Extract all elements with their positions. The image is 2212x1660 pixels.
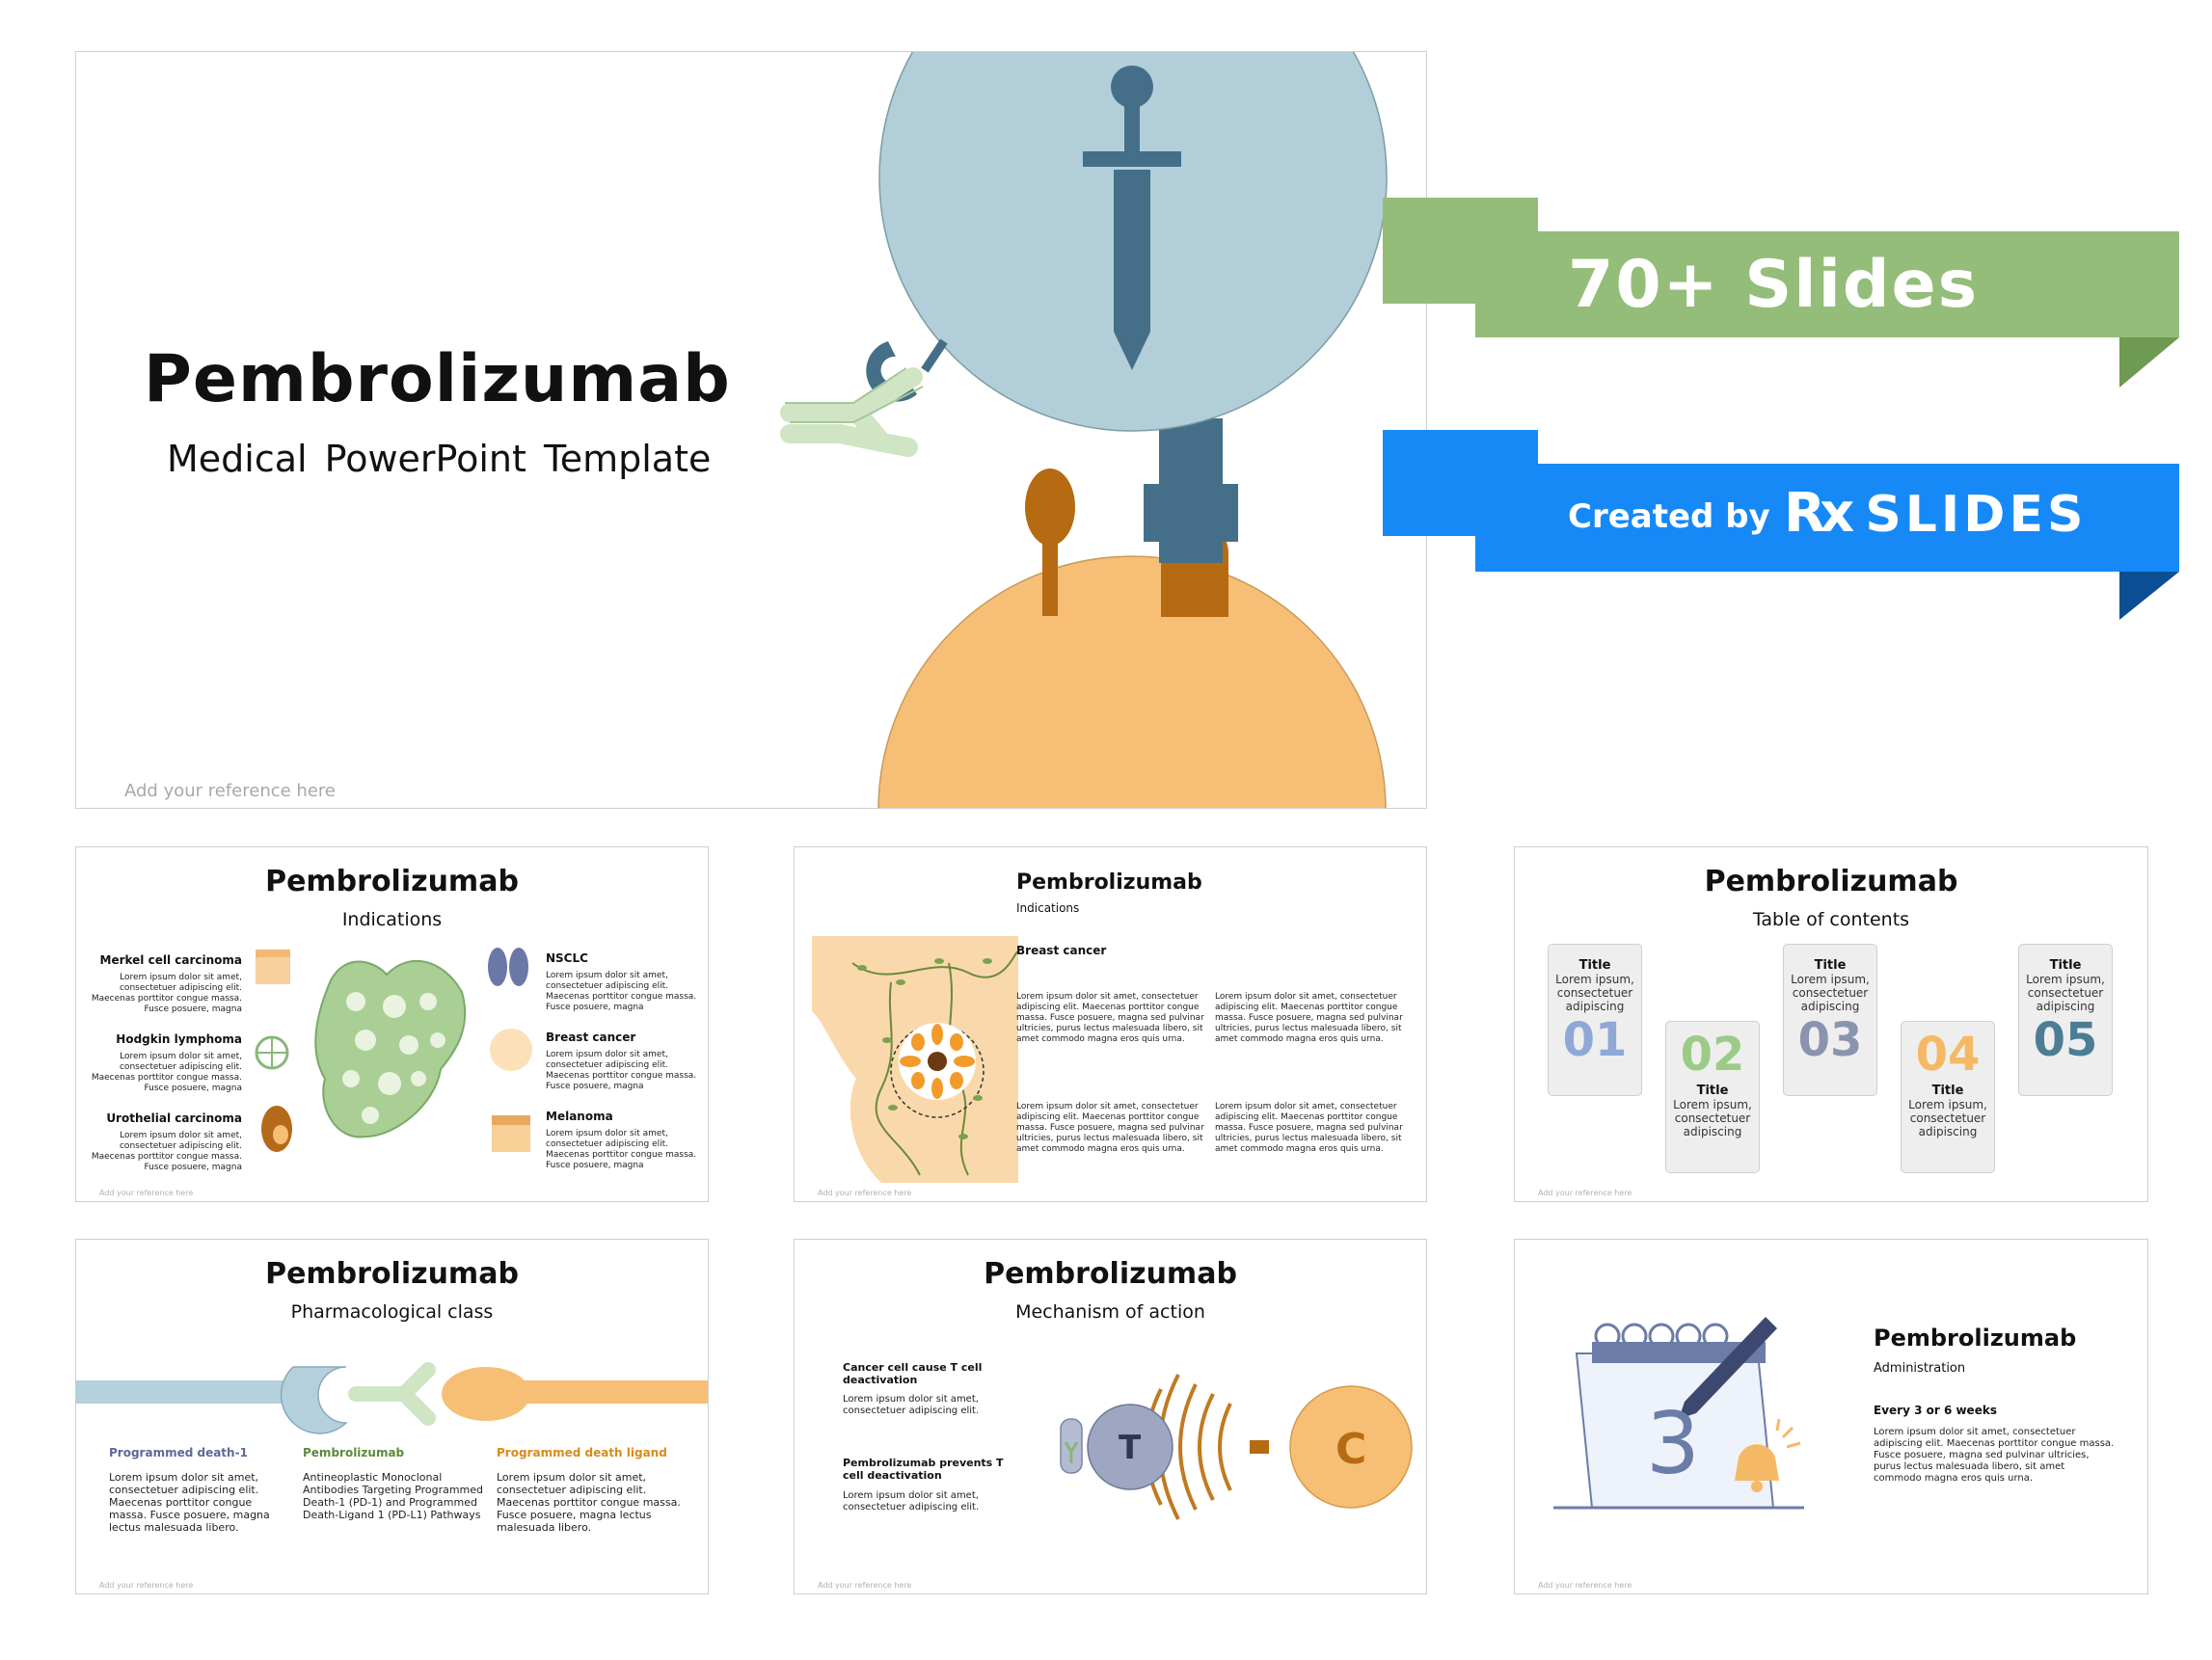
indications-illustration xyxy=(255,948,532,1152)
moa-illustration xyxy=(1060,1374,1413,1520)
slide-title: Pembrolizumab xyxy=(1704,865,1958,898)
hero-reference: Add your reference here xyxy=(124,781,336,801)
admin-text: Lorem ipsum dolor sit amet, consectetuer… xyxy=(1874,1427,2115,1484)
slides-logo-text: SLIDES xyxy=(1865,486,2088,544)
calendar-illustration xyxy=(1553,1317,1804,1510)
toc-card-01[interactable]: Title Lorem ipsum, consectetuer adipisci… xyxy=(1548,944,1642,1096)
thumbnail-breast-cancer[interactable]: Pembrolizumab Indications Breast cancer … xyxy=(794,846,1427,1202)
toc-card-03[interactable]: Title Lorem ipsum, consectetuer adipisci… xyxy=(1783,944,1877,1096)
moa-heading-1: Cancer cell cause T cell deactivation xyxy=(843,1361,983,1386)
paragraph-2: Lorem ipsum dolor sit amet, consectetuer… xyxy=(1215,992,1403,1044)
thumbnail-mechanism-of-action[interactable]: Pembrolizumab Mechanism of action Cancer… xyxy=(794,1239,1427,1594)
slide-title: Pembrolizumab xyxy=(984,1257,1237,1291)
indication-melanoma: Melanoma Lorem ipsum dolor sit amet, con… xyxy=(546,1110,697,1170)
indication-breast: Breast cancer Lorem ipsum dolor sit amet… xyxy=(546,1031,697,1091)
indication-urothelial: Urothelial carcinoma Lorem ipsum dolor s… xyxy=(91,1111,242,1172)
pharm-col-pdl1: Programmed death ligand Lorem ipsum dolo… xyxy=(497,1446,681,1534)
section-heading: Every 3 or 6 weeks xyxy=(1874,1404,1997,1417)
hero-illustration xyxy=(780,52,1388,808)
slide-subtitle: Table of contents xyxy=(1752,909,1910,930)
indication-hodgkin: Hodgkin lymphoma Lorem ipsum dolor sit a… xyxy=(91,1032,242,1093)
t-cell-label: T xyxy=(1119,1429,1142,1467)
thumbnail-indications[interactable]: Pembrolizumab Indications Merkel cell ca… xyxy=(75,846,709,1202)
hero-title: Pembrolizumab xyxy=(144,341,731,417)
moa-heading-2: Pembrolizumab prevents T cell deactivati… xyxy=(843,1457,1004,1482)
cancer-cell-label: C xyxy=(1335,1425,1367,1474)
rxslides-logo: Rx SLIDES xyxy=(1784,482,2087,545)
slide-reference: Add your reference here xyxy=(1538,1581,1632,1590)
slide-reference: Add your reference here xyxy=(99,1581,194,1590)
slide-reference: Add your reference here xyxy=(818,1581,912,1590)
slide-reference: Add your reference here xyxy=(99,1189,194,1197)
slide-subtitle: Indications xyxy=(341,909,443,930)
moa-text-1: Lorem ipsum dolor sit amet, consectetuer… xyxy=(843,1394,980,1416)
paragraph-1: Lorem ipsum dolor sit amet, consectetuer… xyxy=(1016,992,1204,1044)
paragraph-4: Lorem ipsum dolor sit amet, consectetuer… xyxy=(1215,1102,1403,1154)
slides-count-label: 70+ Slides xyxy=(1568,247,1980,323)
hero-subtitle: Medical PowerPoint Template xyxy=(167,438,712,480)
indication-merkel: Merkel cell carcinoma Lorem ipsum dolor … xyxy=(91,953,242,1014)
rx-logo-mark: Rx xyxy=(1784,482,1854,545)
created-by-label: Created by xyxy=(1568,497,1770,536)
thumbnail-table-of-contents[interactable]: Pembrolizumab Table of contents Title Lo… xyxy=(1514,846,2148,1202)
slide-subtitle: Mechanism of action xyxy=(1015,1301,1205,1323)
paragraph-3: Lorem ipsum dolor sit amet, consectetuer… xyxy=(1016,1102,1204,1154)
indication-nsclc: NSCLC Lorem ipsum dolor sit amet, consec… xyxy=(546,951,697,1012)
breast-illustration xyxy=(812,936,1019,1183)
slide-subtitle: Administration xyxy=(1874,1361,1966,1376)
slide-subtitle: Pharmacological class xyxy=(290,1301,494,1323)
pharm-illustration xyxy=(76,1362,708,1434)
hero-slide[interactable]: Pembrolizumab Medical PowerPoint Templat… xyxy=(75,51,1427,809)
slide-title: Pembrolizumab xyxy=(265,865,519,898)
pharm-col-pd1: Programmed death-1 Lorem ipsum dolor sit… xyxy=(109,1446,270,1534)
toc-card-04[interactable]: 04 Title Lorem ipsum, consectetuer adipi… xyxy=(1901,1021,1995,1173)
pharm-col-pembrolizumab: Pembrolizumab Antineoplastic Monoclonal … xyxy=(303,1446,484,1521)
section-heading: Breast cancer xyxy=(1016,944,1107,957)
toc-card-05[interactable]: Title Lorem ipsum, consectetuer adipisci… xyxy=(2018,944,2113,1096)
moa-text-2: Lorem ipsum dolor sit amet, consectetuer… xyxy=(843,1490,980,1513)
toc-card-02[interactable]: 02 Title Lorem ipsum, consectetuer adipi… xyxy=(1665,1021,1760,1173)
slide-reference: Add your reference here xyxy=(1538,1189,1632,1197)
calendar-number: 3 xyxy=(1646,1394,1700,1493)
slide-title: Pembrolizumab xyxy=(1016,870,1202,895)
slide-title: Pembrolizumab xyxy=(265,1257,519,1291)
slide-title: Pembrolizumab xyxy=(1874,1325,2077,1352)
slide-reference: Add your reference here xyxy=(818,1189,912,1197)
slide-subtitle: Indications xyxy=(1016,901,1080,915)
thumbnail-administration[interactable]: 3 Pembrolizumab Administration Every 3 o… xyxy=(1514,1239,2148,1594)
thumbnail-pharmacological-class[interactable]: Pembrolizumab Pharmacological class Prog… xyxy=(75,1239,709,1594)
